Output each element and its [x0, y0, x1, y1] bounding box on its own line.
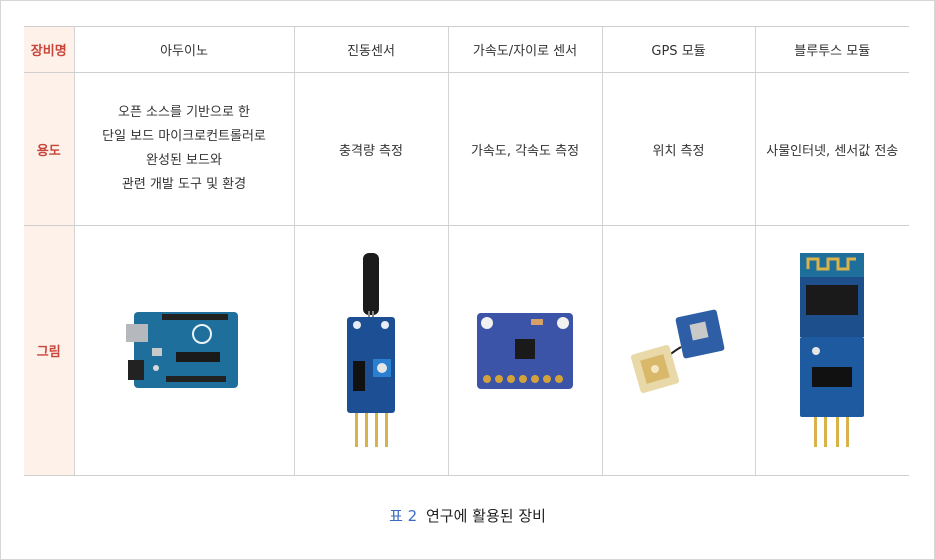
usage-bluetooth-module: 사물인터넷, 센서값 전송 — [754, 72, 909, 226]
bluetooth-module-image — [800, 252, 865, 447]
device-name-accel-gyro-sensor: 가속도/자이로 센서 — [447, 26, 602, 73]
table-caption-number: 표 2 — [389, 507, 418, 525]
usage-arduino-line-1: 오픈 소스를 기반으로 한 — [118, 105, 250, 120]
table-row-picture: 그림 — [24, 225, 909, 476]
table-row-usage: 용도 오픈 소스를 기반으로 한 단일 보드 마이크로컨트롤러로 완성된 보드와… — [24, 72, 909, 226]
usage-arduino-line-4: 관련 개발 도구 및 환경 — [121, 177, 247, 192]
accel-gyro-sensor-image — [477, 312, 573, 389]
equipment-table: 장비명 아두이노 진동센서 가속도/자이로 센서 GPS 모듈 블루투스 모듈 … — [24, 26, 909, 476]
vibration-sensor-image — [347, 252, 395, 447]
picture-accel-gyro-sensor — [447, 225, 602, 476]
picture-gps-module — [601, 225, 755, 476]
gps-module-image — [630, 309, 724, 393]
picture-bluetooth-module — [754, 225, 909, 476]
device-name-arduino: 아두이노 — [73, 26, 294, 73]
usage-gps-module: 위치 측정 — [601, 72, 755, 226]
picture-vibration-sensor — [293, 225, 448, 476]
table-caption: 표 2 연구에 활용된 장비 — [0, 505, 935, 526]
usage-accel-gyro-sensor: 가속도, 각속도 측정 — [447, 72, 602, 226]
table-row-device-name: 장비명 아두이노 진동센서 가속도/자이로 센서 GPS 모듈 블루투스 모듈 — [24, 26, 909, 73]
device-name-bluetooth-module: 블루투스 모듈 — [754, 26, 909, 73]
row-header-usage: 용도 — [24, 72, 74, 226]
usage-arduino-line-3: 완성된 보드와 — [146, 153, 222, 168]
device-name-gps-module: GPS 모듈 — [601, 26, 755, 73]
device-name-vibration-sensor: 진동센서 — [293, 26, 448, 73]
arduino-board-image — [126, 311, 238, 388]
row-header-picture: 그림 — [24, 225, 74, 476]
picture-arduino — [73, 225, 294, 476]
table-caption-text: 연구에 활용된 장비 — [425, 507, 546, 525]
usage-arduino: 오픈 소스를 기반으로 한 단일 보드 마이크로컨트롤러로 완성된 보드와 관련… — [73, 72, 294, 226]
row-header-device-name: 장비명 — [24, 26, 74, 73]
usage-vibration-sensor: 충격량 측정 — [293, 72, 448, 226]
usage-arduino-line-2: 단일 보드 마이크로컨트롤러로 — [102, 129, 266, 144]
